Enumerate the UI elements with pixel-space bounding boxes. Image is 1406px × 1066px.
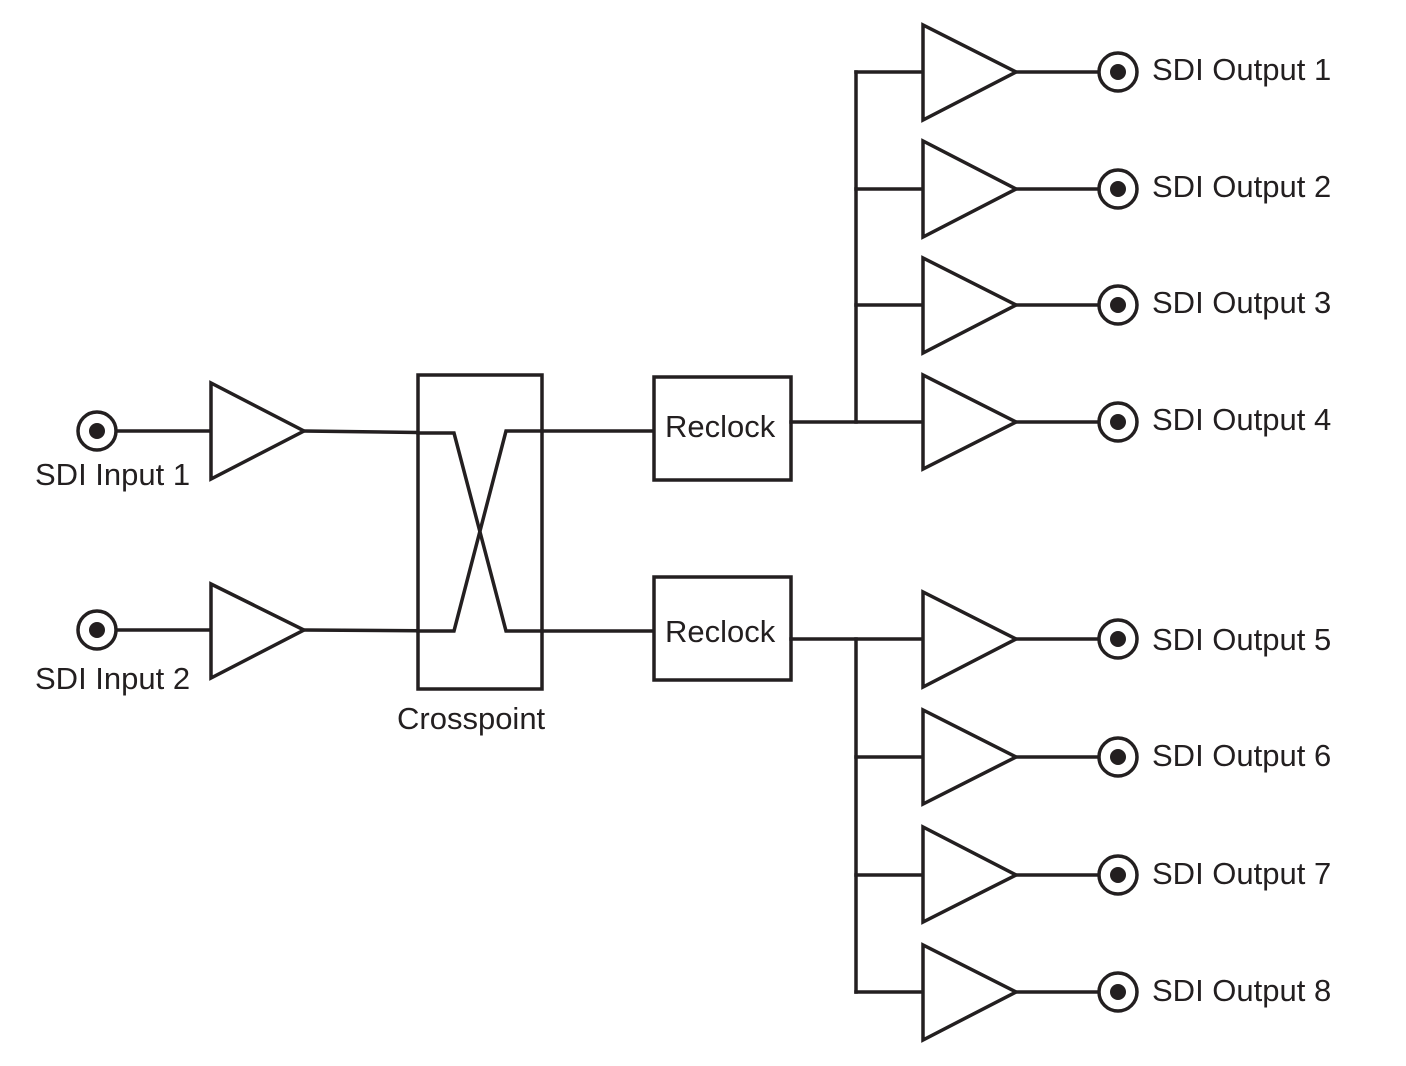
crosspoint-block: Crosspoint [397, 373, 546, 736]
output-7-connector-dot [1110, 867, 1126, 883]
output-5-path: SDI Output 5 [921, 589, 1331, 690]
crosspoint-cross-wire-b [416, 429, 544, 633]
output-5-amplifier-icon [921, 589, 1020, 690]
input-2-connector-dot [89, 622, 105, 638]
output-3-connector-dot [1110, 297, 1126, 313]
output-8-amplifier-icon [921, 942, 1020, 1043]
output-6-amplifier-icon [921, 707, 1020, 807]
distribution-bus-2 [789, 637, 925, 994]
output-4-label: SDI Output 4 [1152, 402, 1331, 437]
output-5-connector-dot [1110, 631, 1126, 647]
output-2-connector-dot [1110, 181, 1126, 197]
output-1-label: SDI Output 1 [1152, 52, 1331, 87]
reclock-2-label: Reclock [665, 614, 776, 649]
reclock-1-block: Reclock [540, 375, 793, 482]
output-8-connector-dot [1110, 984, 1126, 1000]
input-1-path: SDI Input 1 [35, 380, 456, 492]
input-1-label: SDI Input 1 [35, 457, 190, 492]
input-2-path: SDI Input 2 [35, 581, 456, 696]
output-4-path: SDI Output 4 [921, 372, 1331, 472]
output-6-path: SDI Output 6 [921, 707, 1331, 807]
output-7-amplifier-icon [921, 824, 1020, 925]
input-2-label: SDI Input 2 [35, 661, 190, 696]
crosspoint-label: Crosspoint [397, 701, 546, 736]
output-3-amplifier-icon [921, 255, 1020, 356]
output-7-label: SDI Output 7 [1152, 856, 1331, 891]
output-1-path: SDI Output 1 [921, 22, 1331, 123]
reclock-1-label: Reclock [665, 409, 776, 444]
distribution-bus-1 [789, 70, 925, 424]
output-2-path: SDI Output 2 [921, 138, 1331, 240]
output-1-amplifier-icon [921, 22, 1020, 123]
output-2-label: SDI Output 2 [1152, 169, 1331, 204]
reclock-2-block: Reclock [540, 575, 793, 682]
output-6-connector-dot [1110, 749, 1126, 765]
output-3-label: SDI Output 3 [1152, 285, 1331, 320]
output-5-label: SDI Output 5 [1152, 622, 1331, 657]
input-1-connector-dot [89, 423, 105, 439]
output-3-path: SDI Output 3 [921, 255, 1331, 356]
output-8-label: SDI Output 8 [1152, 973, 1331, 1008]
output-2-amplifier-icon [921, 138, 1020, 240]
output-7-path: SDI Output 7 [921, 824, 1331, 925]
output-1-connector-dot [1110, 64, 1126, 80]
reclock-2-box [652, 575, 793, 682]
input-2-amplifier-icon [209, 581, 308, 681]
input-1-amplifier-icon [209, 380, 308, 482]
output-8-path: SDI Output 8 [921, 942, 1331, 1043]
output-6-label: SDI Output 6 [1152, 738, 1331, 773]
reclock-1-box [652, 375, 793, 482]
output-4-amplifier-icon [921, 372, 1020, 472]
output-4-connector-dot [1110, 414, 1126, 430]
